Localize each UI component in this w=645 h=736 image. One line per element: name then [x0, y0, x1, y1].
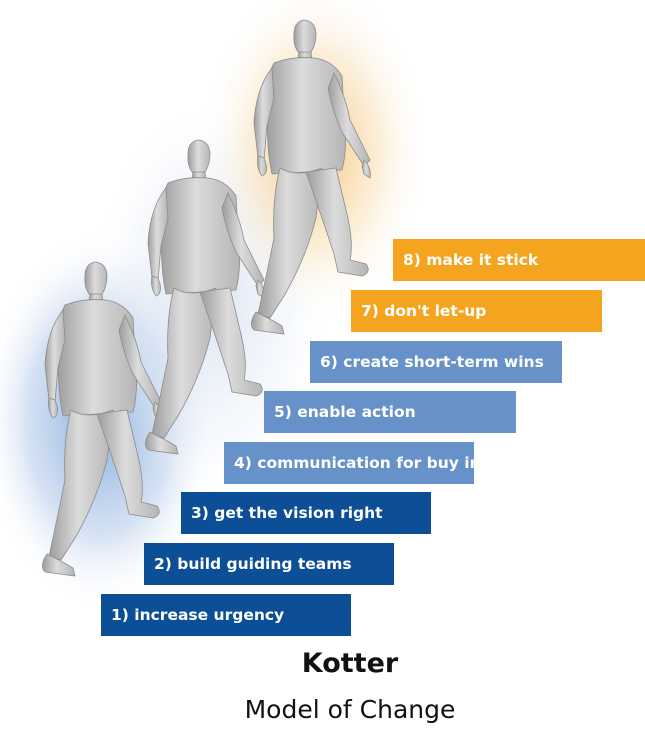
walking-person-2: [145, 139, 265, 455]
step-6-create-short-term-wins: 6) create short-term wins: [310, 341, 562, 383]
diagram-subtitle: Model of Change: [244, 695, 456, 724]
walking-person-icon: [42, 261, 162, 577]
walking-person-icon: [251, 19, 371, 335]
step-8-make-it-stick: 8) make it stick: [393, 239, 645, 281]
step-7-dont-let-up: 7) don't let-up: [351, 290, 602, 332]
walking-person-3: [251, 19, 371, 335]
step-2-build-guiding-teams: 2) build guiding teams: [144, 543, 394, 585]
step-4-communication-for-buy-in: 4) communication for buy in: [224, 442, 481, 484]
walking-person-icon: [145, 139, 265, 455]
step-1-increase-urgency: 1) increase urgency: [101, 594, 351, 636]
step-5-enable-action: 5) enable action: [264, 391, 516, 433]
step-3-get-the-vision-right: 3) get the vision right: [181, 492, 431, 534]
walking-person-1: [42, 261, 162, 577]
diagram-title: Kotter: [301, 648, 399, 679]
